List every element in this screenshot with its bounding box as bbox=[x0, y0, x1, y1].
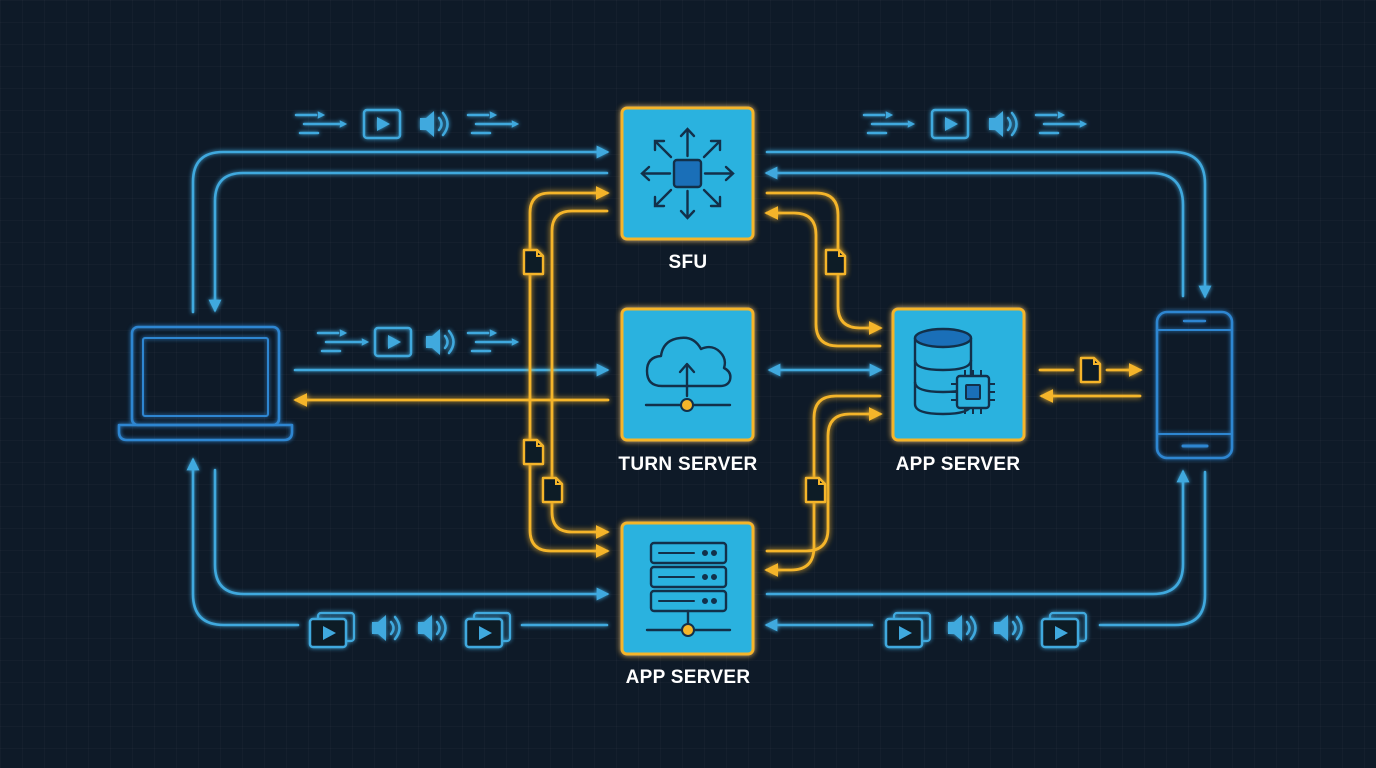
media-icons-bottom-right bbox=[884, 611, 1088, 649]
media-icons-top-left bbox=[294, 108, 520, 140]
document-icon bbox=[804, 476, 827, 504]
video-play-icon bbox=[1040, 611, 1088, 649]
data-stream-icon bbox=[466, 328, 520, 353]
speaker-icon bbox=[424, 327, 455, 357]
data-stream-icon bbox=[862, 110, 916, 135]
app-server-right-node[interactable]: APP SERVER bbox=[891, 307, 1026, 475]
app-server-bottom-node[interactable]: APP SERVER bbox=[620, 521, 755, 688]
media-flow-lines bbox=[186, 145, 1212, 632]
speaker-icon bbox=[987, 109, 1018, 139]
video-play-icon bbox=[884, 611, 932, 649]
turn-server-node[interactable]: TURN SERVER bbox=[618, 307, 757, 475]
flow-phone-to-sfu bbox=[764, 166, 1185, 298]
speaker-icon bbox=[416, 613, 447, 643]
document-icon bbox=[1079, 356, 1102, 384]
flow-sfu-to-laptop bbox=[208, 171, 609, 313]
expand-arrows-icon bbox=[640, 127, 735, 220]
video-play-icon bbox=[464, 611, 512, 649]
data-stream-icon bbox=[1034, 110, 1088, 135]
signaling-sfu-app-server-inner bbox=[550, 209, 610, 539]
media-icons-top-right bbox=[862, 108, 1088, 140]
speaker-icon bbox=[418, 109, 449, 139]
laptop-icon bbox=[117, 325, 294, 442]
signaling-sfu-app-server-outer bbox=[528, 186, 610, 558]
server-rack-icon bbox=[645, 541, 732, 637]
video-play-icon bbox=[930, 108, 970, 140]
turn-server-label: TURN SERVER bbox=[618, 454, 757, 475]
app-server-right-label: APP SERVER bbox=[896, 454, 1021, 475]
document-icon bbox=[824, 248, 847, 276]
app-server-bottom-label: APP SERVER bbox=[626, 667, 751, 688]
speaker-icon bbox=[946, 613, 977, 643]
flow-app-server-to-phone bbox=[765, 469, 1190, 596]
signaling-app-server-to-sfu bbox=[764, 206, 882, 348]
media-icons-middle-left bbox=[316, 326, 520, 358]
sfu-label: SFU bbox=[669, 252, 708, 273]
speaker-icon bbox=[370, 613, 401, 643]
document-icon bbox=[522, 248, 545, 276]
document-icon bbox=[541, 476, 564, 504]
smartphone-icon bbox=[1155, 310, 1234, 460]
media-icons-bottom-left bbox=[308, 611, 512, 649]
database-chip-icon bbox=[913, 327, 995, 416]
flow-app-server-to-laptop-b bbox=[186, 457, 300, 627]
sfu-node[interactable]: SFU bbox=[620, 106, 755, 273]
data-stream-icon bbox=[316, 328, 370, 353]
data-stream-icon bbox=[294, 110, 348, 135]
document-icon bbox=[522, 438, 545, 466]
cloud-upload-icon bbox=[644, 336, 732, 412]
flow-phone-to-app-server-a bbox=[1098, 470, 1207, 627]
flow-sfu-to-phone bbox=[765, 150, 1212, 299]
data-stream-icon bbox=[466, 110, 520, 135]
app-server-bottom-node-box bbox=[620, 521, 755, 656]
video-play-icon bbox=[308, 611, 356, 649]
flow-laptop-to-app-server bbox=[213, 468, 610, 601]
video-play-icon bbox=[373, 326, 413, 358]
signaling-flow-lines bbox=[293, 186, 1143, 577]
video-play-icon bbox=[362, 108, 402, 140]
flow-laptop-to-sfu bbox=[191, 145, 610, 314]
speaker-icon bbox=[992, 613, 1023, 643]
